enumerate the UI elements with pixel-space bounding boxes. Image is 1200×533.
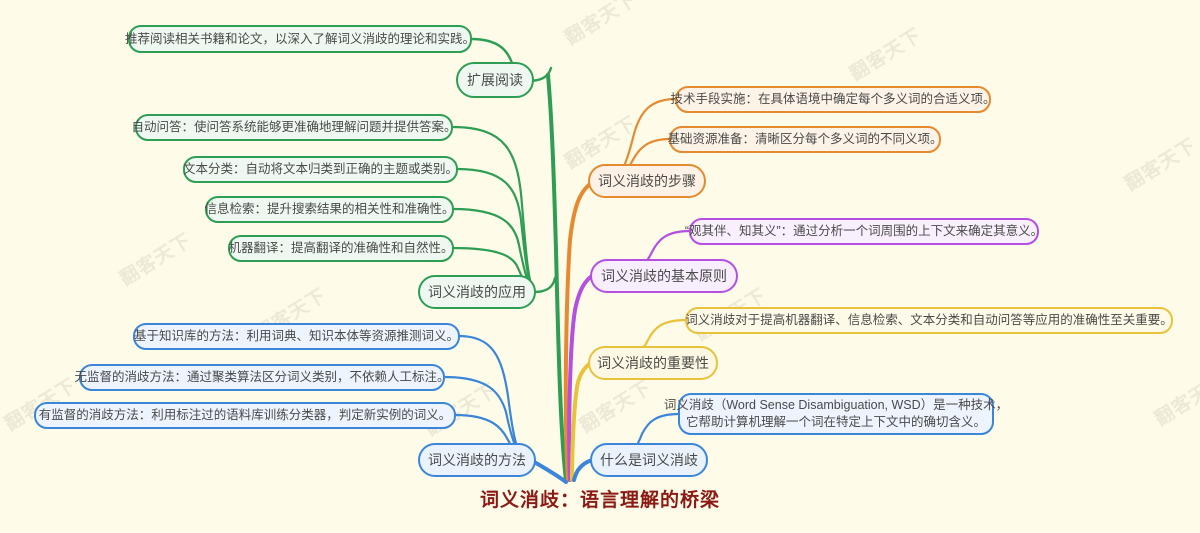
branch-node-methods[interactable]: 词义消歧的方法	[418, 443, 536, 477]
leaf-node-applications-4[interactable]: 机器翻译：提高翻译的准确性和自然性。	[228, 235, 454, 262]
watermark: 翻客天下	[576, 377, 656, 438]
leaf-node-steps-2[interactable]: 基础资源准备：清晰区分每个多义词的不同义项。	[668, 126, 943, 153]
leaf-node-principles-1[interactable]: “观其伴、知其义”：通过分析一个词周围的上下文来确定其意义。	[685, 218, 1043, 245]
leaf-node-methods-2[interactable]: 无监督的消歧方法：通过聚类算法区分词义类别，不依赖人工标注。	[75, 364, 450, 391]
watermark: 翻客天下	[1151, 370, 1200, 431]
leaf-node-applications-3[interactable]: 信息检索：提升搜索结果的相关性和准确性。	[205, 196, 455, 223]
branch-node-principles[interactable]: 词义消歧的基本原则	[590, 259, 738, 293]
leaf-node-applications-2[interactable]: 文本分类：自动将文本归类到正确的主题或类别。	[183, 156, 458, 183]
leaf-node-importance-1[interactable]: 词义消歧对于提高机器翻译、信息检索、文本分类和自动问答等应用的准确性至关重要。	[685, 307, 1173, 334]
leaf-node-steps-1[interactable]: 技术手段实施：在具体语境中确定每个多义词的合适义项。	[671, 86, 996, 113]
leaf-node-what-is-1[interactable]: 词义消歧（Word Sense Disambiguation, WSD）是一种技…	[664, 393, 1008, 435]
branch-node-steps[interactable]: 词义消歧的步骤	[588, 164, 706, 198]
leaf-node-applications-1[interactable]: 自动问答：使问答系统能够更准确地理解问题并提供答案。	[132, 114, 457, 141]
leaf-node-extended-reading-1[interactable]: 推荐阅读相关书籍和论文，以深入了解词义消歧的理论和实践。	[125, 25, 475, 53]
leaf-node-methods-1[interactable]: 基于知识库的方法：利用词典、知识本体等资源推测词义。	[133, 323, 460, 350]
root-title: 词义消歧：语言理解的桥梁	[479, 490, 720, 511]
branch-node-extended-reading[interactable]: 扩展阅读	[456, 62, 534, 98]
watermark: 翻客天下	[846, 25, 926, 86]
branch-node-applications[interactable]: 词义消歧的应用	[418, 275, 536, 309]
leaf-node-methods-3[interactable]: 有监督的消歧方法：利用标注过的语料库训练分类器，判定新实例的词义。	[34, 402, 456, 429]
watermark: 翻客天下	[1121, 135, 1200, 196]
watermark: 翻客天下	[561, 0, 641, 50]
watermark: 翻客天下	[116, 230, 196, 291]
branch-node-what-is[interactable]: 什么是词义消歧	[590, 443, 708, 477]
branch-node-importance[interactable]: 词义消歧的重要性	[588, 346, 718, 380]
